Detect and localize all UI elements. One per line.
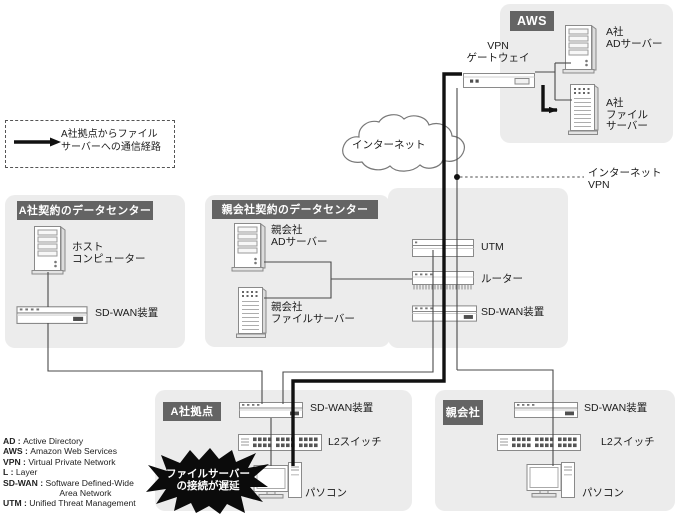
site-parent-l2-switch-icon [497, 434, 581, 451]
aws-ad-server-icon [562, 24, 598, 74]
abbr-term: UTM [3, 498, 22, 509]
site-parent-sdwan-label: SD-WAN装置 [584, 402, 648, 414]
dc-a-sdwan-icon [15, 304, 89, 324]
alert-label: ファイルサーバー の接続が遅延 [166, 468, 250, 492]
network-stack-sdwan-label: SD-WAN装置 [481, 306, 545, 318]
aws-ad-server-label: A社 ADサーバー [606, 26, 663, 50]
site-a-l2-switch-label: L2スイッチ [328, 436, 382, 448]
network-stack-sdwan-icon [412, 303, 477, 322]
abbr-separator: : [15, 436, 24, 446]
site-a-sdwan-icon [239, 400, 303, 418]
site-parent-l2-switch-label: L2スイッチ [601, 436, 655, 448]
dc-parent-file-server-icon [236, 286, 268, 338]
abbr-definition: Layer [15, 467, 38, 478]
site-parent-pc-label: パソコン [582, 487, 624, 499]
alert-starburst-icon [146, 448, 269, 514]
aws-title: AWS [510, 11, 554, 31]
vpn-gateway-icon [463, 73, 535, 88]
abbr-separator: : [37, 477, 46, 488]
dc-parent-ad-server-label: 親会社 ADサーバー [271, 224, 328, 248]
abbr-definition: Unified Threat Management [29, 498, 136, 509]
abbr-separator: : [21, 498, 30, 509]
vpn-gateway-label: VPN ゲートウェイ [466, 40, 530, 64]
abbr-term: SD-WAN [3, 477, 38, 488]
abbr-separator: : [20, 456, 29, 467]
host-computer-label: ホスト コンピューター [72, 241, 146, 265]
abbr-separator: : [8, 467, 16, 478]
abbreviation-item: UTM : Unified Threat Management [3, 498, 136, 508]
internet-cloud-label: インターネット [352, 139, 426, 151]
abbr-term: AWS [3, 446, 23, 457]
abbr-definition: Virtual Private Network [28, 456, 116, 467]
site-a-pc-tower-icon [288, 462, 302, 498]
host-computer-icon [31, 225, 67, 275]
dc-a-sdwan-label: SD-WAN装置 [95, 307, 159, 319]
route-legend-label: A社拠点からファイル サーバーへの通信経路 [61, 129, 161, 153]
route-legend: A社拠点からファイル サーバーへの通信経路 [5, 120, 175, 168]
site-a-sdwan-label: SD-WAN装置 [310, 402, 374, 414]
network-stack-panel [388, 188, 568, 348]
aws-file-server-icon [568, 83, 600, 135]
abbr-term: VPN [3, 456, 21, 467]
utm-icon [412, 239, 474, 257]
abbr-separator: : [22, 446, 31, 457]
router-icon [412, 271, 474, 291]
dc-parent-ad-server-icon [231, 222, 267, 272]
dc-parent-file-server-label: 親会社 ファイルサーバー [271, 301, 355, 325]
abbr-term: AD [3, 436, 16, 446]
abbreviation-item: AWS : Amazon Web Services [3, 446, 136, 456]
abbreviation-item: AD : Active Directory [3, 436, 136, 446]
abbreviation-item: SD-WAN : Software Defined-Wide Area Netw… [3, 478, 136, 499]
aws-file-server-label: A社 ファイル サーバー [606, 97, 648, 132]
site-a-pc-label: パソコン [305, 487, 347, 499]
site-parent-pc-monitor-icon [526, 464, 564, 498]
internet-vpn-label: インターネット VPN [588, 167, 662, 191]
dc-a-title: A社契約のデータセンター [17, 201, 153, 220]
abbr-definition: Software Defined-Wide Area Network [45, 477, 134, 499]
site-parent-pc-tower-icon [561, 462, 575, 498]
site-parent-title: 親会社 [443, 400, 483, 425]
abbreviation-list: AD : Active Directory AWS : Amazon Web S… [3, 436, 136, 509]
abbr-definition: Active Directory [23, 436, 84, 446]
site-parent-sdwan-icon [514, 400, 578, 418]
route-arrow-icon [14, 137, 61, 147]
abbreviation-item: VPN : Virtual Private Network [3, 457, 136, 467]
router-label: ルーター [481, 273, 523, 285]
abbreviation-item: L : Layer [3, 467, 136, 477]
abbr-term: L [3, 467, 9, 478]
utm-label: UTM [481, 241, 504, 253]
abbr-definition: Amazon Web Services [30, 446, 117, 457]
dc-parent-title: 親会社契約のデータセンター [212, 200, 378, 219]
site-a-title: A社拠点 [163, 402, 221, 421]
